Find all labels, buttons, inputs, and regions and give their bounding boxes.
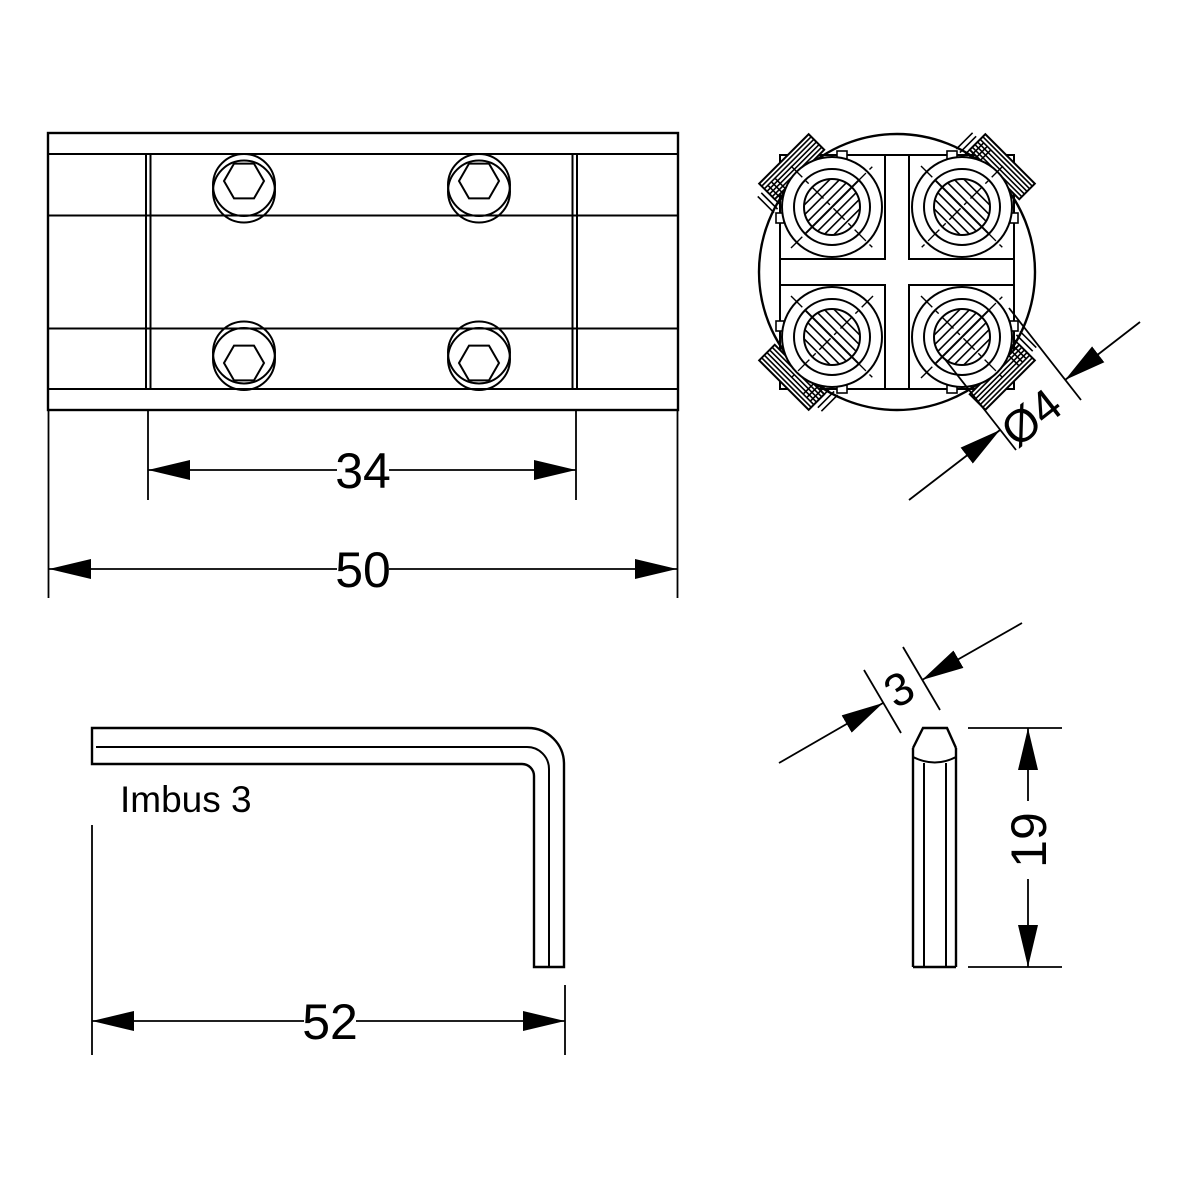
hex-socket <box>457 162 501 200</box>
dimension-19: 19 <box>968 727 1062 968</box>
hex-socket <box>457 344 501 382</box>
key-tip-chamfer <box>911 726 958 749</box>
dimension-3: 3 <box>778 622 1023 764</box>
allen-key-edge-line <box>96 746 550 967</box>
connector-side-view: 34 50 <box>46 131 680 598</box>
allen-key-label: Imbus 3 <box>120 779 252 820</box>
dimension-50: 50 <box>47 410 679 598</box>
dimension-52: 52 <box>91 825 566 1055</box>
set-screw-bottom-right <box>447 320 511 391</box>
dim-label-key-length: 52 <box>302 994 358 1050</box>
set-screw-bottom-left <box>212 320 276 391</box>
set-screw-top-right <box>447 153 511 224</box>
dim-label-screw-spacing: 34 <box>335 443 391 499</box>
set-screw-top-left <box>212 153 276 224</box>
connector-body-circle <box>757 132 1037 412</box>
dimension-34: 34 <box>147 410 577 500</box>
hex-socket <box>222 162 266 200</box>
allen-key-outline <box>90 726 566 969</box>
hex-socket <box>222 344 266 382</box>
dim-label-arm-length: 19 <box>1001 812 1057 868</box>
allen-key-side-view: 3 19 <box>778 622 1062 969</box>
connector-end-view: Ø4 <box>757 132 1141 501</box>
allen-key-front-view: Imbus 3 52 <box>90 726 566 1055</box>
dim-label-total-length: 50 <box>335 542 391 598</box>
connector-body-outline <box>46 131 680 412</box>
